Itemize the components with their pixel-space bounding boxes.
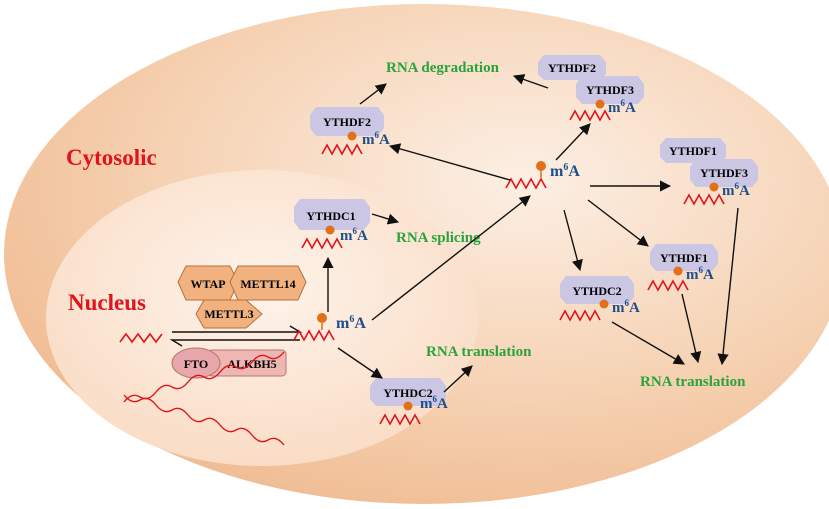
arrow-to-splicing bbox=[371, 213, 400, 225]
mettl14-shape bbox=[229, 265, 307, 301]
rna-translation-nuclear-label: RNA translation bbox=[426, 344, 532, 360]
ythdc2-nuclear-reader: YTHDC2 m6A bbox=[370, 378, 448, 426]
arrow-to-nuc-translation bbox=[443, 365, 473, 393]
m6a-label: m6A bbox=[362, 130, 390, 148]
mettl14-label: METTL14 bbox=[240, 277, 295, 291]
mettl3-shape bbox=[195, 299, 263, 329]
arrow-to-ythdf1-mid bbox=[587, 199, 649, 247]
nucleus-region bbox=[46, 170, 478, 466]
methyl-dot bbox=[347, 131, 357, 141]
rna-strand bbox=[569, 109, 611, 122]
ythdc2-cyt-label: YTHDC2 bbox=[572, 284, 621, 298]
wtap-label: WTAP bbox=[190, 277, 225, 291]
methyl-dot bbox=[325, 225, 335, 235]
ythdc2-label: YTHDC2 bbox=[383, 386, 432, 400]
ythdf3-top-label: YTHDF3 bbox=[586, 83, 634, 97]
arrow-to-ythdf2-left bbox=[388, 143, 511, 181]
m6a-label: m6A bbox=[420, 394, 448, 412]
mettl3-label: METTL3 bbox=[204, 307, 253, 321]
dna-helix bbox=[123, 351, 285, 446]
rna-strand bbox=[505, 177, 547, 190]
m6a-label: m6A bbox=[550, 162, 580, 180]
ythdf1-mid-label: YTHDF1 bbox=[660, 251, 708, 265]
cytosolic-label: Cytosolic bbox=[66, 145, 157, 170]
methyl-dot bbox=[317, 313, 327, 323]
fto-label: FTO bbox=[184, 357, 208, 371]
ythdf3-right-shape bbox=[690, 159, 758, 187]
ythdc1-label: YTHDC1 bbox=[306, 209, 355, 223]
rna-strand bbox=[293, 329, 335, 342]
m6a-label: m6A bbox=[686, 265, 714, 283]
ythdc1-reader: YTHDC1 m6A bbox=[294, 199, 370, 250]
methyl-dot bbox=[709, 182, 719, 192]
rna-degradation-label: RNA degradation bbox=[386, 60, 500, 76]
alkbh5-label: ALKBH5 bbox=[227, 357, 276, 371]
ythdf2-ythdf3-reader: YTHDF2 YTHDF3 m6A bbox=[538, 55, 644, 122]
ythdf1-ythdf3-reader: YTHDF1 YTHDF3 m6A bbox=[660, 138, 758, 206]
ythdf2-left-reader: YTHDF2 m6A bbox=[310, 107, 390, 156]
ythdc2-shape bbox=[370, 378, 446, 406]
m6a-label: m6A bbox=[722, 181, 750, 199]
m6a-label: m6A bbox=[340, 226, 368, 244]
methyl-dot bbox=[536, 161, 546, 171]
ythdc1-shape bbox=[294, 199, 370, 230]
rna-strand bbox=[683, 193, 725, 206]
rna-m6a-nucleus: m6A bbox=[293, 313, 366, 342]
rna-strand bbox=[559, 309, 601, 322]
rna-strand bbox=[301, 237, 343, 250]
arrow-ythdf3-to-translation bbox=[717, 207, 739, 366]
arrow-to-ythdc2-nuc bbox=[337, 347, 383, 379]
arrow-to-ythdf3-top bbox=[555, 123, 591, 161]
rna-translation-cytosolic-label: RNA translation bbox=[640, 374, 746, 390]
m6a-label: m6A bbox=[608, 98, 636, 116]
writer-complex: WTAP METTL14 METTL3 bbox=[177, 265, 307, 329]
ythdf1-right-shape bbox=[660, 138, 726, 163]
methyl-dot bbox=[403, 401, 413, 411]
methyl-dot bbox=[595, 99, 605, 109]
rna-strand bbox=[321, 143, 363, 156]
arrow-ythdf1-to-translation bbox=[681, 293, 702, 364]
rna-strand bbox=[379, 413, 421, 426]
m6a-label: m6A bbox=[612, 298, 640, 316]
m6a-label: m6A bbox=[336, 314, 366, 332]
ythdc2-cytosolic-reader: YTHDC2 m6A bbox=[559, 276, 640, 322]
arrow-to-cytosol bbox=[371, 195, 531, 321]
ythdf3-top-shape bbox=[576, 76, 644, 104]
arrow-to-degradation-left bbox=[359, 83, 387, 105]
methyl-dot bbox=[599, 299, 609, 309]
ythdf1-mid-reader: YTHDF1 m6A bbox=[647, 244, 718, 292]
rna-unmethylated bbox=[119, 332, 163, 344]
ythdf2-shape bbox=[310, 107, 384, 136]
arrow-to-degradation-right bbox=[512, 74, 549, 89]
fto-shape bbox=[171, 347, 221, 379]
ythdf3-right-label: YTHDF3 bbox=[700, 166, 748, 180]
ythdf2-top-label: YTHDF2 bbox=[548, 61, 596, 75]
ythdf1-right-label: YTHDF1 bbox=[669, 144, 717, 158]
ythdf2-label: YTHDF2 bbox=[323, 115, 371, 129]
arrow-to-ythdc2-cyt bbox=[563, 209, 583, 272]
rna-splicing-label: RNA splicing bbox=[396, 230, 481, 246]
ythdf1-mid-shape bbox=[650, 244, 718, 271]
methyl-dot bbox=[673, 266, 683, 276]
rna-m6a-cytosol: m6A bbox=[505, 161, 580, 190]
eraser-complex: ALKBH5 FTO bbox=[171, 347, 287, 379]
arrow-ythdc2-to-translation bbox=[611, 321, 685, 365]
rna-strand bbox=[647, 279, 689, 292]
ythdc2-cyt-shape bbox=[560, 276, 634, 304]
nucleus-label: Nucleus bbox=[68, 290, 146, 315]
ythdf2-top-shape bbox=[538, 55, 606, 80]
pathway-arrows bbox=[322, 74, 739, 393]
reverse-arrow bbox=[169, 339, 300, 347]
